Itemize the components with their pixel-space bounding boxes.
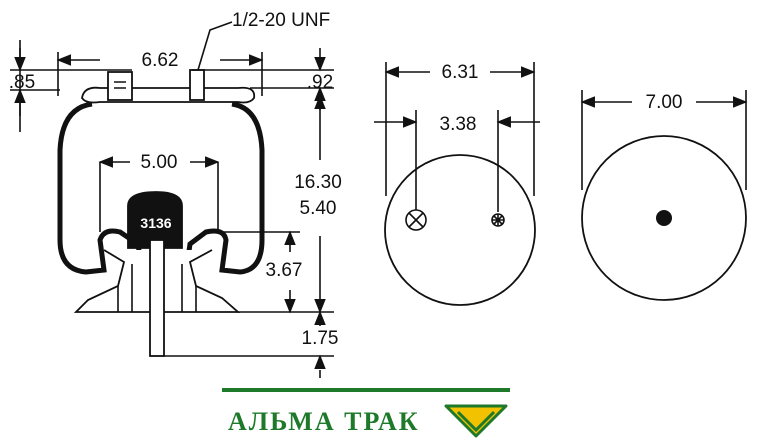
thread-label: 1/2-20 UNF — [232, 10, 330, 31]
dim-piston-height: 3.67 — [266, 260, 303, 281]
dim-hole-spacing: 3.38 — [440, 114, 477, 135]
center-stud-icon — [656, 210, 672, 226]
base-view — [580, 90, 748, 301]
dim-left-offset: .85 — [9, 72, 35, 93]
dim-stud-length: 1.75 — [302, 328, 339, 349]
dim-height-max: 16.30 — [294, 172, 342, 193]
dim-plate-diameter: 6.31 — [442, 62, 479, 83]
dim-right-offset: .92 — [307, 72, 333, 93]
bottom-stud — [149, 239, 165, 357]
side-dimensions — [14, 21, 326, 378]
part-number: 3136 — [140, 215, 171, 231]
top-plate-circle — [384, 154, 536, 306]
top-left-stud — [107, 71, 133, 101]
dim-piston-width: 5.00 — [141, 152, 178, 173]
piston-dome — [127, 191, 183, 249]
top-plate-view — [374, 62, 540, 306]
brand-logo: АЛЬМА ТРАК — [222, 388, 510, 438]
side-view: 3136 — [10, 40, 334, 357]
dim-height-min: 5.40 — [300, 198, 337, 219]
dim-top-stud-spacing: 6.62 — [142, 50, 179, 71]
dim-base-diameter: 7.00 — [646, 92, 683, 113]
top-right-stud — [189, 69, 205, 101]
brand-name: АЛЬМА ТРАК — [228, 407, 420, 436]
